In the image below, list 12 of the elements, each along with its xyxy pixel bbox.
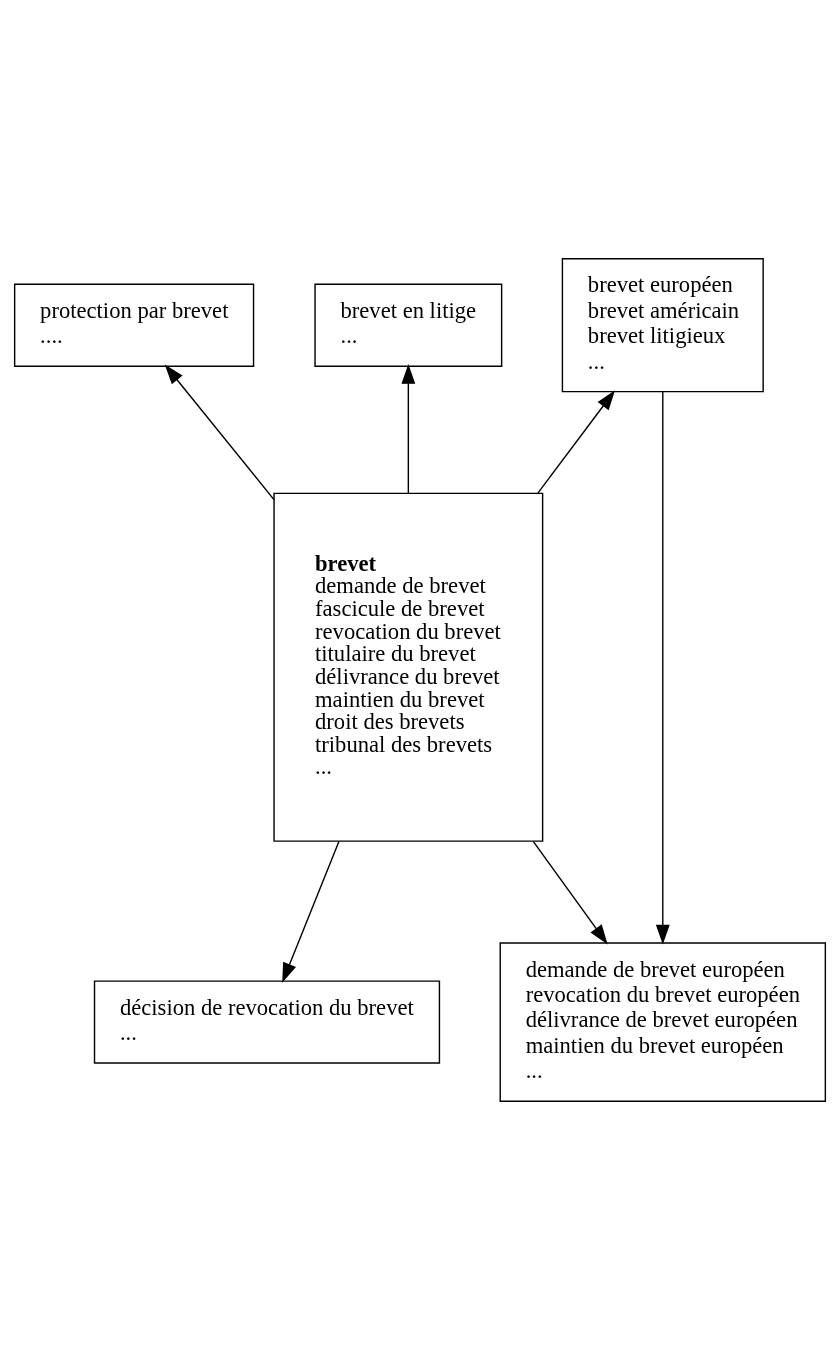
- node-box: demande de brevet européen revocation du brevet européen délivrance de brevet européen maintien du brevet européen ...: [499, 941, 826, 1102]
- arrow: [655, 390, 670, 945]
- arrow: [164, 364, 275, 500]
- node-box: brevet en litige ...: [313, 283, 502, 367]
- node-box: brevet demande de brevet fascicule de brevet revocation du brevet titulaire du brevet délivrance du brevet maintien du brevet droit des brevets tribunal des brevets ...: [272, 492, 543, 842]
- arrow: [536, 389, 615, 494]
- arrow: [400, 363, 415, 494]
- node-box: brevet européen brevet américain brevet litigieux ...: [561, 257, 764, 392]
- node-box: protection par brevet ....: [13, 283, 254, 367]
- arrow: [532, 840, 608, 944]
- node-box: décision de revocation du brevet ...: [93, 979, 440, 1064]
- arrow: [281, 840, 340, 983]
